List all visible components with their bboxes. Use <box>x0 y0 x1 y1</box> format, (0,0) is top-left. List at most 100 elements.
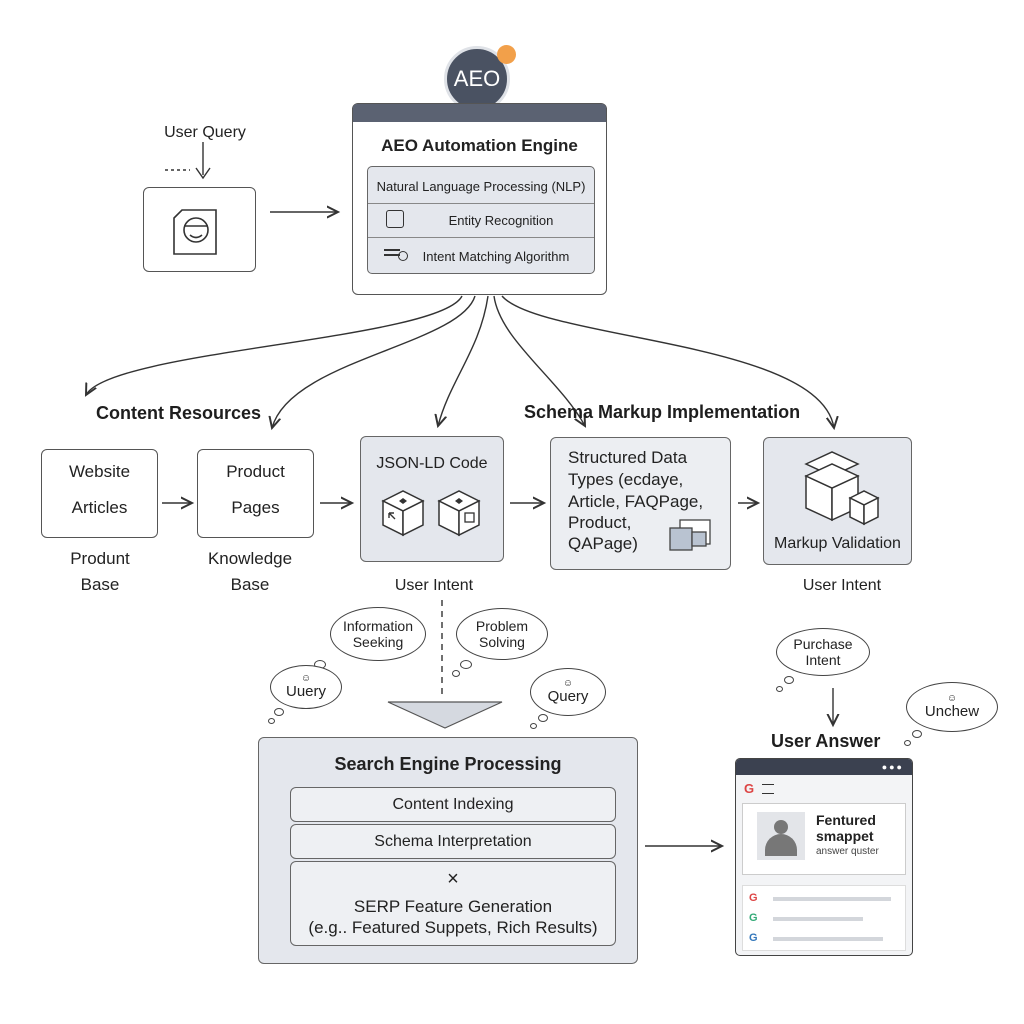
query-right-icon: ☺ <box>562 678 574 689</box>
structured-line-1: Structured Data <box>568 448 688 467</box>
schema-markup-heading: Schema Markup Implementation <box>524 402 801 422</box>
query-document-icon <box>173 209 217 255</box>
thought-bubble-dot <box>784 676 794 684</box>
result-row-3: G <box>749 932 899 946</box>
pages-stack-icon <box>669 519 711 551</box>
structured-line-4: Product, <box>568 513 632 532</box>
thought-purchase-intent: Purchase Intent <box>776 628 870 676</box>
serp-browser-window: ●●● G Fentured smappet answer quster G G… <box>735 758 913 956</box>
thought-bubble-dot <box>912 730 922 738</box>
purchase-label: Purchase <box>793 636 853 652</box>
jsonld-label: JSON-LD Code <box>376 455 488 472</box>
search-engine-panel: Search Engine Processing Content Indexin… <box>258 737 638 964</box>
produnt-caption: Produnt <box>70 549 130 568</box>
google-logo-icon: G <box>744 781 755 796</box>
result-row-2: G <box>749 912 899 926</box>
thought-problem-solving: Problem Solving <box>456 608 548 660</box>
solving-label: Solving <box>479 634 525 650</box>
search-engine-title: Search Engine Processing <box>334 754 562 774</box>
base-caption-1: Base <box>80 575 120 594</box>
user-query-box <box>143 187 256 272</box>
content-indexing-label: Content Indexing <box>392 796 514 813</box>
validation-caption: User Intent <box>802 577 882 594</box>
serp-x-icon: × <box>447 868 459 890</box>
serp-line-2: (e.g.. Featured Suppets, Rich Results) <box>308 918 598 937</box>
thought-bubble-dot <box>776 686 783 692</box>
code-cubes-icon <box>381 490 481 537</box>
query-left-icon: ☺ <box>300 673 312 684</box>
google-result-icon: G <box>749 932 758 944</box>
seeking-label: Seeking <box>352 634 404 650</box>
featured-snippet-card: Fentured smappet answer quster <box>742 803 906 875</box>
intent-label: Intent <box>805 652 841 668</box>
thought-information-seeking: Information Seeking <box>330 607 426 661</box>
structured-data-box: Structured Data Types (ecdaye, Article, … <box>550 437 731 570</box>
query-left-label: Uuery <box>285 683 326 700</box>
logo-text: AEO <box>453 66 501 91</box>
snippet-title-2: smappet <box>816 828 874 844</box>
engine-title: AEO Automation Engine <box>381 136 578 155</box>
product-label: Product <box>226 462 285 481</box>
markup-validation-box: Markup Validation <box>763 437 912 565</box>
engine-row-intent-label: Intent Matching Algorithm <box>422 249 570 264</box>
snippet-avatar <box>757 812 805 860</box>
intent-icon <box>384 245 408 263</box>
thought-bubble-dot <box>538 714 548 722</box>
user-answer-heading: User Answer <box>771 731 881 751</box>
query-right-label: Query <box>547 688 589 705</box>
window-dots: ●●● <box>881 762 904 772</box>
structured-line-2: Types (ecdaye, <box>568 470 684 489</box>
serp-feature-row: × SERP Feature Generation (e.g.. Feature… <box>290 861 616 946</box>
engine-row-entity-label: Entity Recognition <box>448 213 554 228</box>
thought-bubble-dot <box>460 660 472 669</box>
website-articles-box: Website Articles <box>41 449 158 538</box>
jsonld-caption: User Intent <box>394 577 474 594</box>
structured-line-3: Article, FAQPage, <box>568 492 704 511</box>
thought-query-right: ☺ Query <box>530 668 606 716</box>
thought-bubble-dot <box>904 740 911 746</box>
snippet-title-1: Fentured <box>816 812 876 828</box>
content-resources-heading: Content Resources <box>96 403 262 423</box>
problem-label: Problem <box>475 618 529 634</box>
google-result-icon: G <box>749 892 758 904</box>
engine-row-nlp-label: Natural Language Processing (NLP) <box>376 179 586 194</box>
content-indexing-row: Content Indexing <box>290 787 616 822</box>
information-label: Information <box>342 618 414 634</box>
entity-icon <box>386 210 404 228</box>
menu-icon <box>762 784 774 794</box>
engine-rows: Natural Language Processing (NLP) Entity… <box>367 166 595 274</box>
validation-boxes-icon <box>804 451 880 526</box>
thought-bubble-dot <box>452 670 460 677</box>
engine-row-intent: Intent Matching Algorithm <box>368 237 594 273</box>
thought-bubble-dot <box>268 718 275 724</box>
browser-titlebar: ●●● <box>736 759 912 775</box>
structured-line-5: QAPage) <box>568 534 638 553</box>
thought-bubble-dot <box>274 708 284 716</box>
result-row-1: G <box>749 892 899 906</box>
serp-line-1: SERP Feature Generation <box>353 897 553 916</box>
snippet-subtitle: answer quster <box>816 846 879 857</box>
validation-label: Markup Validation <box>774 535 901 552</box>
schema-interpretation-row: Schema Interpretation <box>290 824 616 859</box>
schema-interpretation-label: Schema Interpretation <box>374 833 532 850</box>
articles-label: Articles <box>71 498 128 517</box>
pages-label: Pages <box>231 498 280 517</box>
thought-bubble-dot <box>530 723 537 729</box>
engine-titlebar <box>353 104 606 122</box>
thought-unchew: ☺ Unchew <box>906 682 998 732</box>
engine-row-entity: Entity Recognition <box>368 203 594 238</box>
google-result-icon: G <box>749 912 758 924</box>
unchew-label: Unchew <box>924 703 980 720</box>
engine-row-nlp: Natural Language Processing (NLP) <box>368 167 594 204</box>
thought-query-left: ☺ Uuery <box>270 665 342 709</box>
website-label: Website <box>68 462 131 481</box>
result-list: G G G <box>742 885 906 951</box>
user-query-label: User Query <box>164 124 246 141</box>
aeo-engine-panel: AEO Automation Engine Natural Language P… <box>352 103 607 295</box>
base-caption-2: Base <box>230 575 270 594</box>
product-pages-box: Product Pages <box>197 449 314 538</box>
knowledge-caption: Knowledge <box>207 549 293 568</box>
logo-accent-dot <box>497 45 516 64</box>
unchew-icon: ☺ <box>946 693 958 704</box>
